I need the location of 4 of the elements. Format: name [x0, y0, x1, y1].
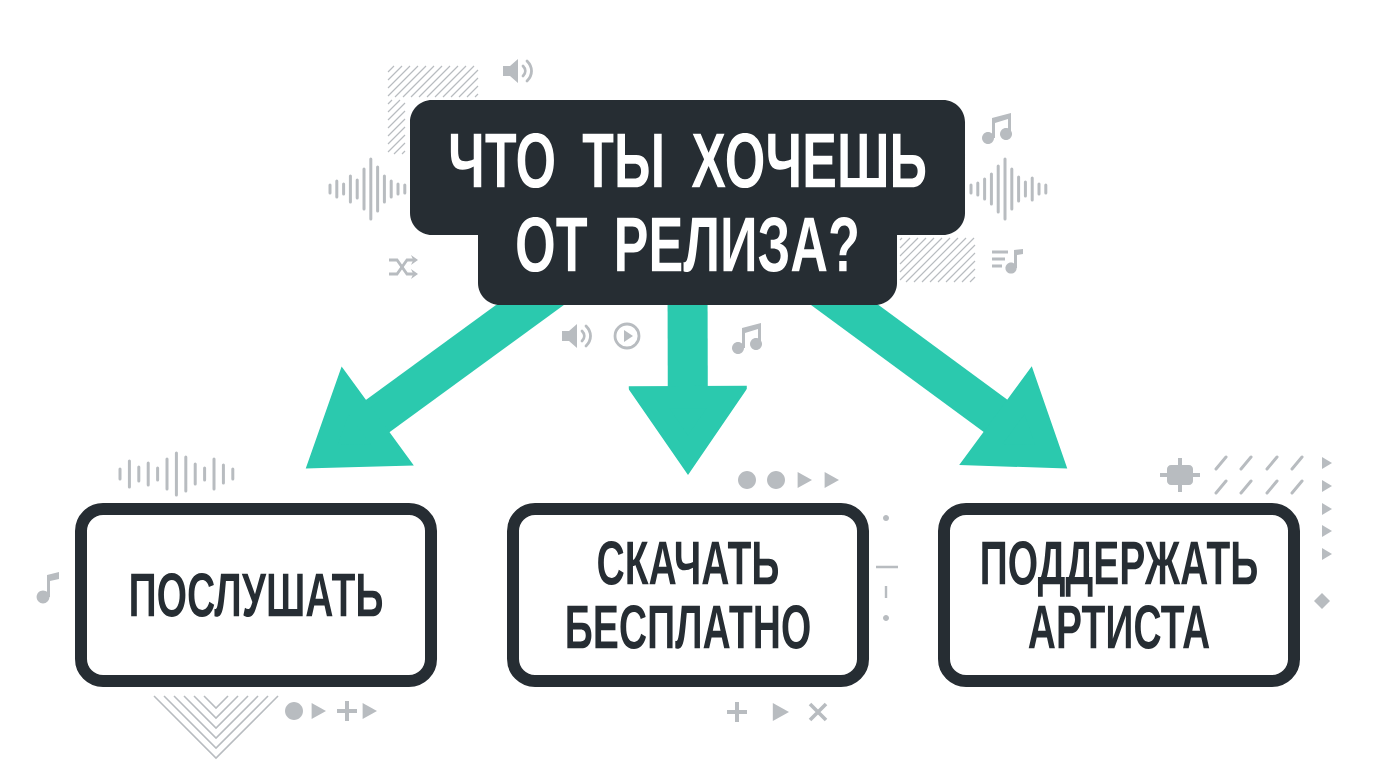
option-box: ПОДДЕРЖАТЬ АРТИСТА — [938, 503, 1300, 687]
option-box: ПОСЛУШАТЬ — [75, 503, 437, 687]
question-banner: ЧТО ТЫ ХОЧЕШЬ ОТ РЕЛИЗА? — [410, 100, 965, 305]
option-box: СКАЧАТЬ БЕСПЛАТНО — [507, 503, 869, 687]
